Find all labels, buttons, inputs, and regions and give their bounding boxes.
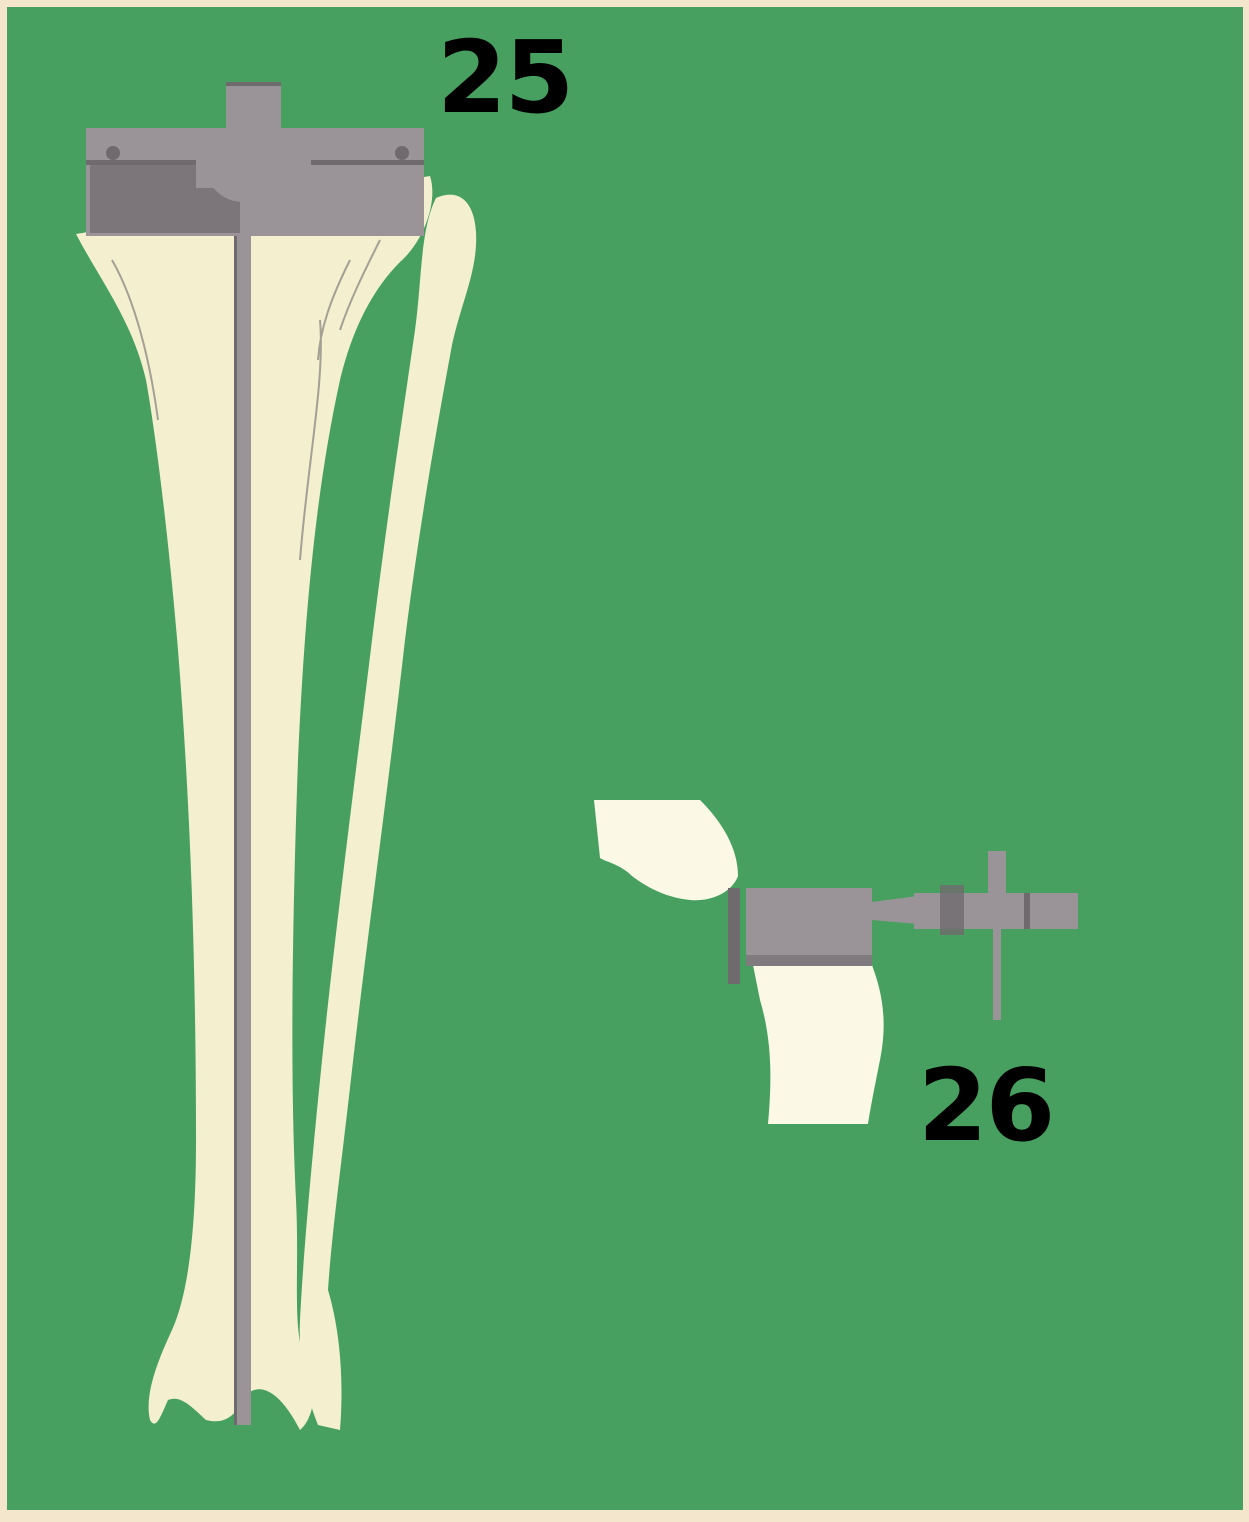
alignment-post-edge [226, 82, 281, 86]
guide-arm-band [1024, 893, 1030, 929]
hub-collar [196, 146, 311, 188]
right-screw-icon [395, 146, 409, 160]
guide-arm [914, 893, 1078, 929]
tibia-segment [752, 960, 884, 1124]
alignment-pin [993, 925, 1001, 1020]
left-screw-icon [106, 146, 120, 160]
figure-number-25: 25 [437, 28, 572, 128]
guide-block [746, 888, 872, 966]
alignment-pin-top [988, 851, 1006, 895]
figure-number-26: 26 [918, 1056, 1053, 1156]
guide-plate [728, 888, 740, 984]
guide-collar [940, 885, 964, 935]
guide-block-shadow [746, 955, 872, 966]
rod-edge [234, 190, 237, 1425]
